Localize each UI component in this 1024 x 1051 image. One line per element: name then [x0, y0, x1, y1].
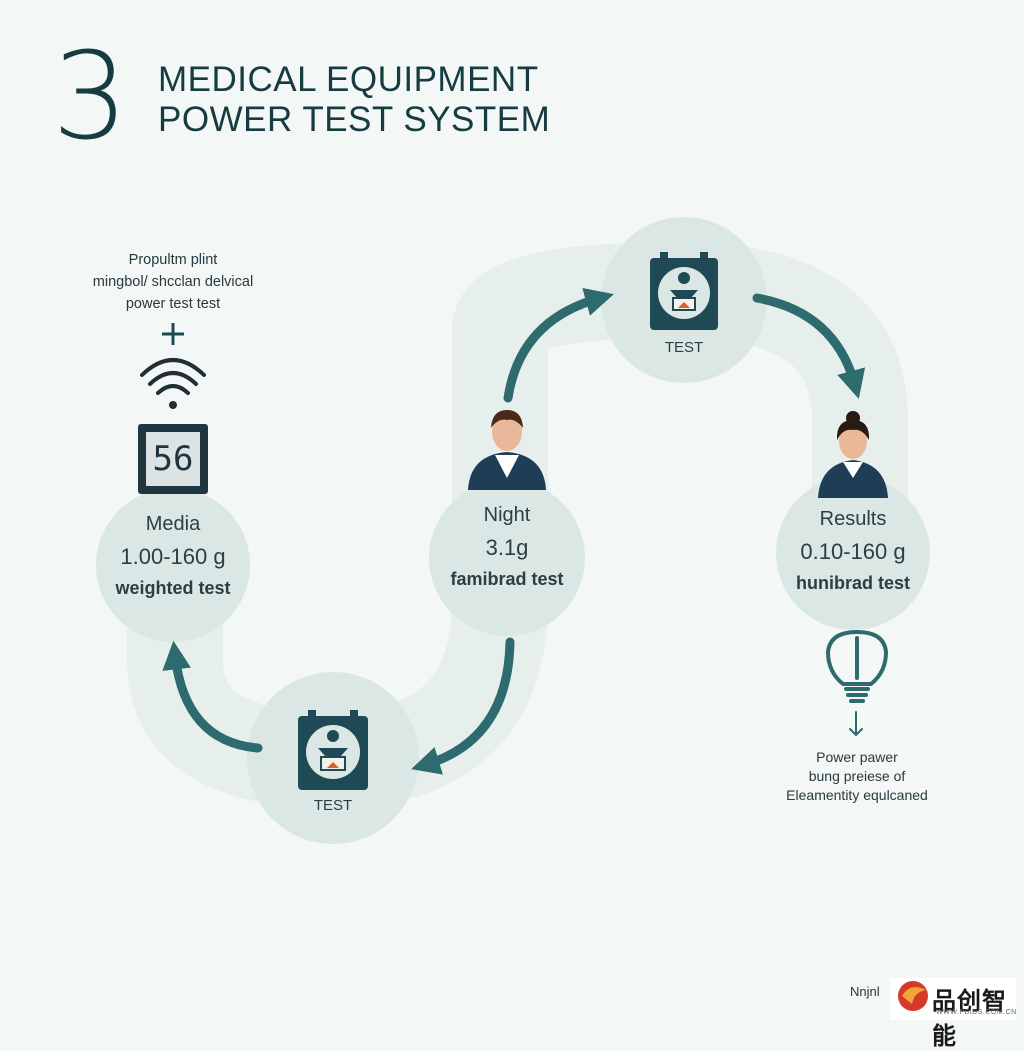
test-device-icon-bottom — [298, 710, 368, 790]
node-circle-results — [776, 476, 930, 630]
node-results-caption: hunibrad test — [795, 573, 910, 593]
brand-logo-mark — [890, 978, 1016, 1020]
lightbulb-icon — [826, 630, 888, 703]
step-number: 3 — [52, 28, 129, 167]
page-title-line2: POWER TEST SYSTEM — [158, 100, 551, 139]
arrow-night-to-test-bottom — [411, 637, 515, 775]
node-circle-night — [429, 480, 585, 636]
node-results: Results 0.10-160 g hunibrad test — [773, 508, 933, 594]
node-circle-media — [96, 488, 250, 642]
footer-credit: Nnjnl — [850, 984, 880, 999]
test-device-icon-top — [650, 252, 718, 330]
node-results-label: Results — [819, 508, 887, 530]
node-media-value: 1.00-160 g — [120, 544, 226, 569]
process-diagram — [96, 217, 1016, 1020]
arrow-night-to-test — [503, 287, 614, 403]
node-media-caption: weighted test — [115, 578, 231, 598]
brand-logo-url: WWW.PBIDS.COM.CN — [936, 1009, 1017, 1016]
node-test-top-label: TEST — [664, 339, 704, 356]
node-night: Night 3.1g famibrad test — [427, 504, 587, 590]
node-results-value: 0.10-160 g — [800, 539, 906, 564]
page-title-line1: MEDICAL EQUIPMENT — [158, 60, 539, 99]
wifi-icon — [140, 358, 206, 409]
left-note-line3: power test test — [125, 296, 221, 312]
person-icon-woman — [818, 411, 888, 498]
right-note: Power pawer bung preiese of Eleamentity … — [757, 748, 957, 805]
left-note-line2: mingbol/ shcclan delvical — [92, 274, 254, 290]
device-display-value: 56 — [152, 439, 194, 479]
left-note: Propultm plint mingbol/ shcclan delvical… — [73, 249, 273, 315]
arrow-test-bottom-to-media — [162, 640, 263, 753]
digital-display-device — [138, 424, 208, 494]
node-media: Media 1.00-160 g weighted test — [93, 513, 253, 599]
arrow-test-to-results — [752, 293, 866, 399]
node-test-bottom-label: TEST — [313, 797, 353, 814]
left-note-line1: Propultm plint — [128, 252, 218, 268]
brand-logo-text: 品创智能 — [932, 988, 1007, 1050]
plus-icon — [162, 323, 184, 345]
right-note-line2: bung preiese of — [808, 768, 906, 784]
node-night-value: 3.1g — [485, 535, 529, 560]
down-arrow-icon — [849, 711, 863, 737]
right-note-line1: Power pawer — [816, 749, 898, 765]
person-icon-man — [468, 410, 546, 490]
node-media-label: Media — [145, 513, 201, 535]
node-night-caption: famibrad test — [450, 569, 564, 589]
node-night-label: Night — [483, 504, 531, 526]
right-note-line3: Eleamentity equlcaned — [786, 787, 928, 803]
